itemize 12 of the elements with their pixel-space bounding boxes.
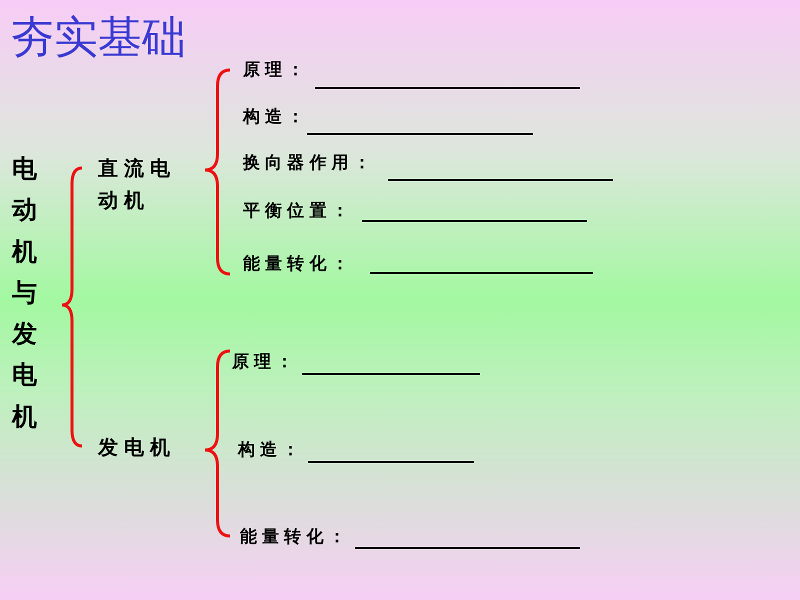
node-label: 平衡位置： bbox=[243, 199, 354, 222]
title: 夯实基础 bbox=[10, 11, 186, 65]
node-label: 构造： bbox=[238, 438, 304, 461]
node-label: 能量转化： bbox=[243, 252, 354, 275]
node-label: 原理： bbox=[232, 350, 298, 373]
node-label: 电动机与发电机 bbox=[12, 148, 37, 437]
node-label: 直流电动机 bbox=[98, 152, 194, 216]
node-label: 原理： bbox=[243, 58, 310, 81]
node-label: 换向器作用： bbox=[243, 151, 376, 174]
node-label: 能量转化： bbox=[240, 525, 350, 548]
node-label: 发电机 bbox=[98, 434, 176, 461]
node-label: 构造： bbox=[243, 105, 310, 128]
